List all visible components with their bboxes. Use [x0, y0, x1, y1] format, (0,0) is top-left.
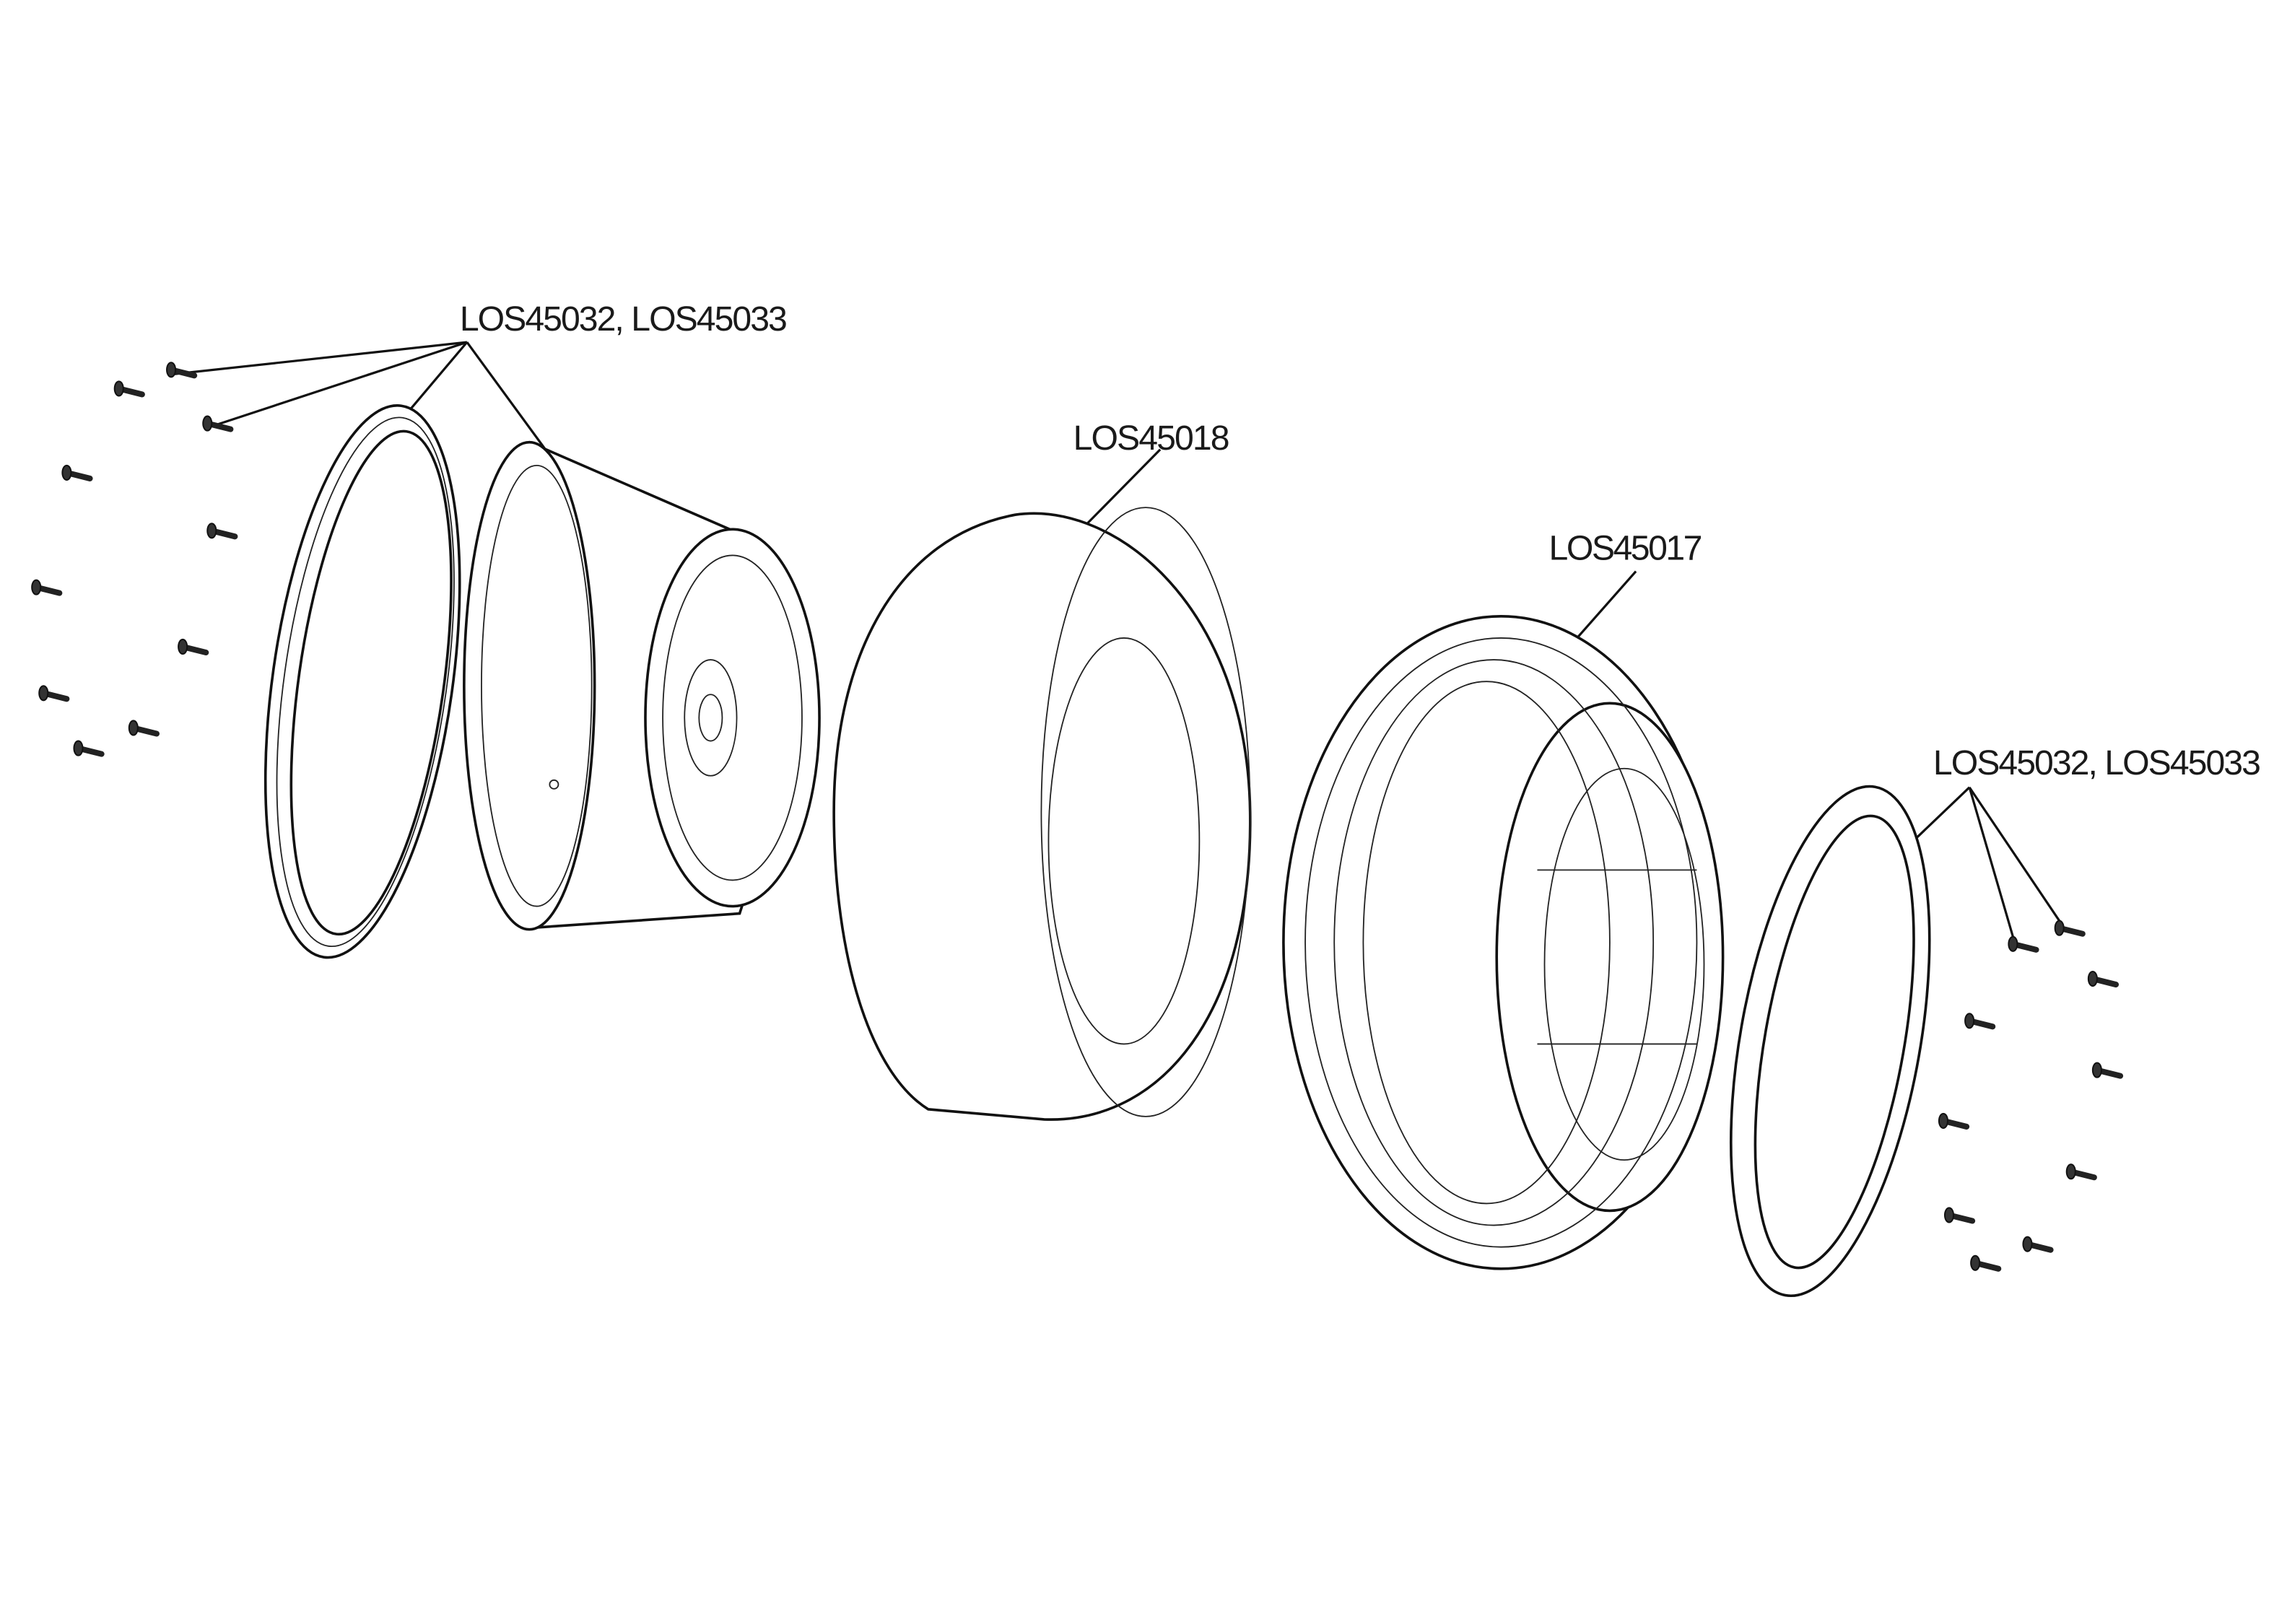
screw	[2008, 935, 2039, 953]
screw	[1943, 1207, 1976, 1224]
screw	[1964, 1013, 1996, 1030]
leader-lines	[173, 341, 2064, 938]
screw	[31, 579, 63, 596]
screw	[2087, 970, 2120, 988]
screw	[178, 638, 209, 656]
tire	[1282, 614, 1725, 1270]
screw	[202, 415, 234, 432]
screw	[73, 740, 105, 757]
label-foam-insert: LOS45018	[1073, 419, 1230, 458]
screw	[61, 464, 93, 481]
label-bead-lock-left: LOS45032, LOS45033	[460, 300, 788, 339]
screw	[1970, 1254, 2002, 1272]
screw	[166, 362, 198, 379]
tire-tread	[1304, 637, 1698, 1248]
screws	[31, 362, 2124, 1272]
screw	[128, 720, 160, 737]
screw	[38, 685, 70, 702]
screw	[2022, 1236, 2054, 1253]
screw	[206, 523, 238, 540]
bead-lock-ring-right	[1729, 785, 1931, 1298]
screw	[113, 380, 145, 398]
wheel-rim	[463, 440, 821, 931]
screw	[2054, 920, 2086, 937]
screw	[2091, 1062, 2124, 1079]
label-tire: LOS45017	[1549, 528, 1703, 567]
label-bead-lock-right: LOS45032, LOS45033	[1933, 743, 2261, 782]
bead-lock-ring-left	[263, 404, 461, 959]
screw	[2065, 1164, 2097, 1181]
screw	[1938, 1112, 1970, 1130]
foam-insert	[832, 507, 1252, 1121]
